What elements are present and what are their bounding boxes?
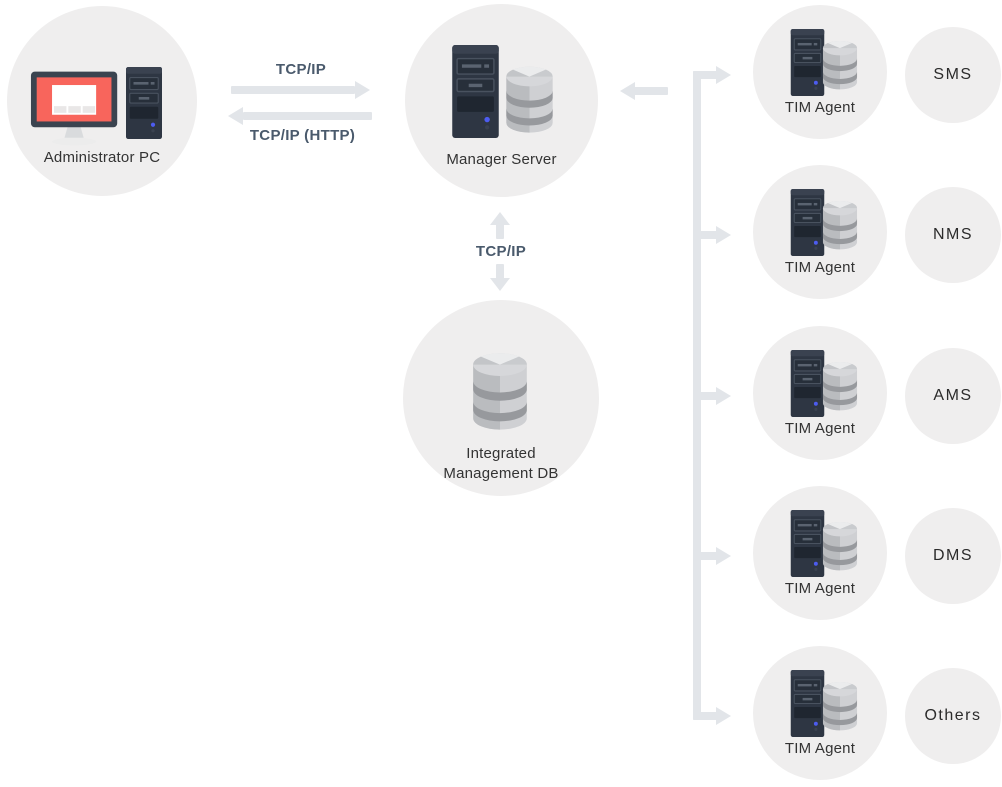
agents-to-manager-arrowhead bbox=[620, 82, 635, 100]
database-icon bbox=[506, 66, 553, 133]
agents-to-manager-arrow-line bbox=[634, 87, 668, 95]
tim-agent-node: TIM Agent bbox=[753, 485, 887, 620]
manager-server-label: Manager Server bbox=[446, 151, 557, 168]
tim-agent-label: TIM Agent bbox=[784, 419, 856, 437]
system-label: NMS bbox=[932, 226, 974, 244]
tim-agent-label: TIM Agent bbox=[784, 259, 856, 277]
manager-to-db-arrowhead bbox=[490, 278, 510, 291]
fanout-branch-arrowhead bbox=[716, 707, 731, 725]
manager-db-protocol-label: TCP/IP bbox=[475, 243, 527, 260]
fanout-branch-line bbox=[693, 231, 719, 240]
admin-pc-node: Administrator PC bbox=[7, 6, 197, 196]
system-node: Others bbox=[905, 668, 1001, 764]
system-node: DMS bbox=[905, 507, 1001, 604]
tim-agent-row: TIM Agent AMS bbox=[0, 321, 1002, 471]
fanout-branch-line bbox=[693, 71, 719, 79]
server-tower-icon bbox=[790, 509, 825, 577]
system-node: NMS bbox=[905, 187, 1001, 284]
tim-agent-label: TIM Agent bbox=[784, 740, 856, 757]
tim-agent-row: TIM Agent SMS bbox=[0, 0, 1002, 150]
admin-pc-label: Administrator PC bbox=[43, 149, 161, 166]
database-icon bbox=[822, 521, 858, 571]
database-icon bbox=[822, 201, 858, 250]
server-tower-icon bbox=[790, 189, 825, 257]
database-icon bbox=[822, 361, 858, 410]
system-node: SMS bbox=[905, 27, 1001, 123]
monitor-icon bbox=[30, 71, 118, 146]
manager-to-db-arrow-line bbox=[496, 264, 504, 279]
manager-to-admin-arrow-line bbox=[243, 112, 372, 120]
system-label: SMS bbox=[933, 66, 973, 83]
fanout-branch-arrowhead bbox=[716, 386, 731, 405]
tim-agent-node: TIM Agent bbox=[753, 325, 887, 460]
server-tower-icon bbox=[790, 349, 825, 417]
integrated-db-label: Integrated Management DB bbox=[403, 444, 599, 483]
manager-to-admin-protocol-label: TCP/IP (HTTP) bbox=[249, 127, 356, 144]
tim-agent-label: TIM Agent bbox=[784, 99, 856, 116]
server-tower-icon bbox=[790, 670, 825, 737]
admin-to-manager-arrowhead bbox=[355, 81, 370, 99]
tim-agent-label: TIM Agent bbox=[784, 579, 856, 597]
fanout-branch-line bbox=[693, 551, 719, 560]
database-icon bbox=[822, 40, 858, 90]
admin-to-manager-arrow-line bbox=[231, 86, 355, 94]
manager-to-admin-arrowhead bbox=[228, 107, 243, 125]
integrated-db-label-line1: Integrated bbox=[466, 445, 536, 462]
fanout-branch-line bbox=[693, 391, 719, 400]
db-to-manager-arrow-line bbox=[496, 224, 504, 239]
tim-agent-node: TIM Agent bbox=[753, 5, 887, 139]
server-tower-icon bbox=[126, 67, 162, 139]
tim-agent-node: TIM Agent bbox=[753, 646, 887, 780]
fanout-branch-arrowhead bbox=[716, 226, 731, 245]
server-tower-icon bbox=[452, 45, 499, 138]
integrated-db-node: Integrated Management DB bbox=[403, 300, 599, 496]
system-label: Others bbox=[924, 707, 982, 724]
server-tower-icon bbox=[790, 29, 825, 96]
tim-agent-row: TIM Agent DMS bbox=[0, 481, 1002, 631]
tim-agent-row: TIM Agent Others bbox=[0, 641, 1002, 787]
database-icon bbox=[473, 353, 527, 430]
admin-to-manager-protocol-label: TCP/IP bbox=[275, 61, 327, 78]
database-icon bbox=[822, 681, 858, 731]
system-label: AMS bbox=[933, 386, 973, 404]
fanout-branch-line bbox=[693, 712, 719, 720]
db-to-manager-arrowhead bbox=[490, 212, 510, 225]
fanout-branch-arrowhead bbox=[716, 546, 731, 565]
system-node: AMS bbox=[905, 347, 1001, 444]
tim-agent-node: TIM Agent bbox=[753, 165, 887, 300]
tim-agent-row: TIM Agent NMS bbox=[0, 160, 1002, 310]
fanout-branch-arrowhead bbox=[716, 66, 731, 84]
system-label: DMS bbox=[932, 546, 974, 564]
integrated-db-label-line2: Management DB bbox=[443, 464, 559, 482]
manager-server-node: Manager Server bbox=[405, 4, 598, 197]
